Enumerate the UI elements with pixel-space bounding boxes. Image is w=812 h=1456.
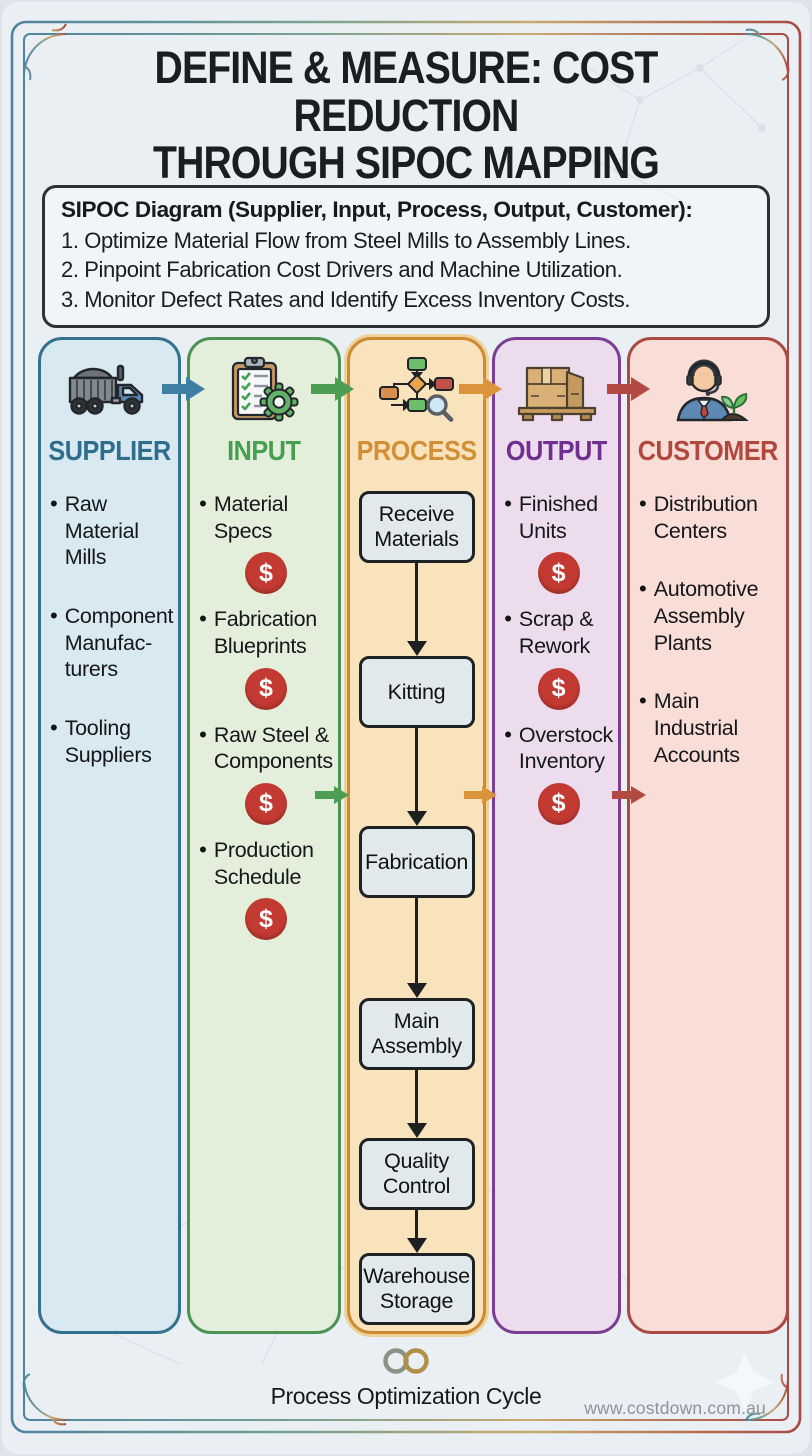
output-icon-slot [495, 346, 618, 434]
sipoc-intro-box: SIPOC Diagram (Supplier, Input, Process,… [42, 185, 770, 329]
item-text: Finished Units [518, 492, 598, 543]
list-item: •Main Industrial Accounts [639, 688, 781, 768]
customer-items: •Distribution Centers•Automotive Assembl… [630, 491, 786, 768]
customer-column: CUSTOMER •Distribution Centers•Automotiv… [627, 337, 789, 1334]
list-item: •Distribution Centers [639, 491, 781, 544]
cost-dollar-badge: $ [244, 667, 287, 710]
cost-dollar-badge: $ [537, 782, 580, 825]
cycle-label: Process Optimization Cycle [270, 1383, 542, 1409]
output-items: •Finished Units$•Scrap & Rework$•Oversto… [495, 491, 618, 825]
list-item: •Overstock Inventory $ [504, 722, 613, 825]
down-arrow [406, 1210, 428, 1253]
intro-goal-item: 2. Pinpoint Fabrication Cost Drivers and… [61, 257, 623, 283]
process-step: Quality Control [358, 1138, 475, 1210]
item-text: Material Specs [213, 492, 288, 543]
list-item: •Finished Units $ [504, 491, 613, 595]
output-header: OUTPUT [506, 435, 608, 466]
bullet: • [50, 602, 58, 628]
bullet: • [504, 606, 512, 632]
list-item: •Tooling Suppliers [50, 715, 173, 768]
item-text: Main Industrial Accounts [653, 689, 740, 767]
down-arrow [406, 1070, 428, 1138]
list-item: •Fabrication Blueprints $ [199, 606, 333, 710]
pallet-boxes-icon [517, 366, 596, 422]
bullet: • [199, 836, 207, 862]
bullet: • [639, 576, 647, 602]
cost-dollar-badge: $ [244, 552, 287, 595]
list-item: •Material Specs $ [199, 491, 333, 595]
process-header: PROCESS [356, 435, 477, 466]
bullet: • [504, 721, 512, 747]
list-item: •Raw Material Mills [50, 491, 173, 571]
item-text: Tooling Suppliers [64, 715, 152, 767]
cost-dollar-badge: $ [244, 898, 287, 941]
input-column: INPUT •Material Specs$•Fabrication Bluep… [187, 337, 341, 1334]
list-item: •Automotive Assembly Plants [639, 576, 781, 656]
customer-header: CUSTOMER [637, 435, 779, 466]
item-text: Distribution Centers [653, 492, 758, 543]
sipoc-columns-row: SUPPLIER •Raw Material Mills•Component M… [38, 337, 789, 1334]
footer-cycle: Process Optimization Cycle [0, 1344, 812, 1410]
bullet: • [639, 688, 647, 714]
cost-dollar-badge: $ [537, 552, 580, 595]
bullet: • [199, 721, 207, 747]
intro-goal-item: 1. Optimize Material Flow from Steel Mil… [61, 228, 631, 253]
supplier-header: SUPPLIER [48, 435, 171, 466]
intro-heading: SIPOC Diagram (Supplier, Input, Process,… [61, 197, 693, 222]
input-items: •Material Specs$•Fabrication Blueprints$… [190, 491, 338, 941]
page-title: DEFINE & MEASURE: COST REDUCTION THROUGH… [53, 44, 759, 187]
list-item: •Production Schedule $ [199, 836, 333, 941]
item-text: Raw Steel & Components [213, 722, 333, 774]
process-step: Kitting [358, 656, 475, 728]
bullet: • [639, 491, 647, 516]
list-item: •Raw Steel & Components $ [199, 722, 333, 825]
item-text: Automotive Assembly Plants [653, 577, 759, 655]
item-text: Scrap & Rework [518, 607, 594, 658]
output-column: OUTPUT •Finished Units$•Scrap & Rework$•… [492, 337, 621, 1334]
down-arrow [406, 898, 428, 998]
page-title-line2: THROUGH SIPOC MAPPING [153, 137, 660, 189]
intro-goal-item: 3. Monitor Defect Rates and Identify Exc… [61, 286, 631, 312]
customer-icon-slot [630, 346, 786, 434]
bullet: • [199, 606, 207, 632]
item-text: Fabrication Blueprints [213, 607, 317, 658]
down-arrow [406, 728, 428, 826]
item-text: Raw Material Mills [64, 492, 139, 570]
process-step: Warehouse Storage [358, 1253, 475, 1325]
supplier-column: SUPPLIER •Raw Material Mills•Component M… [38, 337, 182, 1334]
truck-icon [68, 364, 143, 415]
item-text: Component Manufac- turers [64, 603, 174, 682]
website-link[interactable]: www.costdown.com.au [584, 1398, 766, 1418]
supplier-icon-slot [41, 346, 178, 434]
down-arrow [406, 563, 428, 656]
supplier-items: •Raw Material Mills•Component Manufac- t… [41, 491, 178, 768]
bullet: • [504, 491, 512, 516]
item-text: Overstock Inventory [518, 722, 613, 774]
bullet: • [50, 714, 58, 740]
cost-dollar-badge: $ [244, 782, 287, 825]
clipboard-gear-icon [231, 356, 299, 422]
list-item: •Component Manufac- turers [50, 603, 173, 683]
intro-goal-list: 1. Optimize Material Flow from Steel Mil… [61, 226, 751, 314]
process-icon-slot [350, 346, 483, 434]
process-step: Receive Materials [358, 491, 475, 563]
item-text: Production Schedule [213, 837, 314, 889]
cost-dollar-badge: $ [537, 667, 580, 710]
bullet: • [50, 491, 58, 516]
flowchart-magnifier-icon [378, 357, 454, 422]
input-icon-slot [190, 346, 338, 434]
process-step: Main Assembly [358, 998, 475, 1070]
process-step: Fabrication [358, 826, 475, 898]
infinity-icon [383, 1348, 429, 1374]
page-title-line1: DEFINE & MEASURE: COST REDUCTION [154, 42, 659, 141]
support-agent-icon [676, 359, 749, 422]
input-header: INPUT [227, 435, 301, 466]
list-item: •Scrap & Rework $ [504, 606, 613, 710]
bullet: • [199, 491, 207, 516]
